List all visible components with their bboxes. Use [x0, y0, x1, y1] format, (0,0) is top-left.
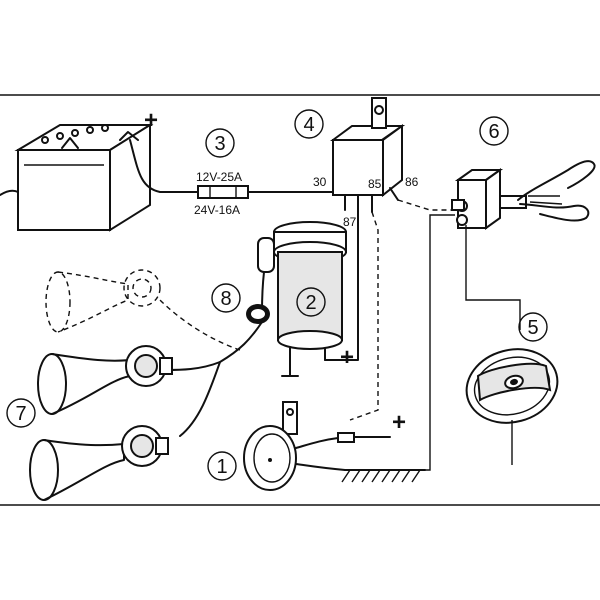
svg-text:4: 4	[303, 114, 314, 136]
switch-to-button-wire	[465, 225, 521, 330]
fuse	[197, 185, 249, 199]
callout-6: 6	[479, 116, 509, 146]
air-compressor	[257, 221, 347, 377]
air-horn-upper	[37, 345, 173, 415]
svg-text:6: 6	[488, 121, 499, 143]
svg-text:2: 2	[305, 292, 316, 314]
toggle-switch	[451, 168, 527, 230]
svg-text:5: 5	[527, 317, 538, 339]
relay-86-dashed-wire	[397, 199, 455, 211]
battery	[14, 123, 154, 232]
ground-symbol	[341, 469, 426, 483]
air-hose-dashed-alt	[159, 299, 241, 351]
fuse-label-12v: 12V-25A	[196, 170, 242, 184]
air-horn-lower	[29, 425, 169, 501]
relay-pin-30: 30	[313, 175, 327, 189]
horn-plus-sign: +	[392, 409, 406, 436]
steering-wheel-horn-button	[465, 348, 559, 424]
relay-pin-85: 85	[368, 177, 382, 191]
in-line-valve	[246, 304, 270, 324]
relay-87-wire	[324, 211, 359, 361]
relay-85-dashed-wire	[349, 211, 379, 421]
horn-ground-wire	[295, 463, 346, 471]
callout-4: 4	[294, 109, 324, 139]
relay-pin-86: 86	[405, 175, 419, 189]
callout-7: 7	[6, 398, 36, 428]
hand-operating-switch	[517, 160, 596, 222]
svg-text:3: 3	[214, 133, 225, 155]
svg-text:1: 1	[216, 456, 227, 478]
battery-ground-wire	[0, 189, 19, 196]
air-hose-main	[164, 321, 263, 371]
standard-electric-horn	[243, 401, 298, 491]
svg-text:8: 8	[220, 288, 231, 310]
callout-1: 1	[207, 451, 237, 481]
compressor-plus-sign: +	[340, 344, 354, 371]
horn-wire	[295, 437, 339, 449]
callout-5: 5	[518, 312, 548, 342]
battery-positive-wire	[129, 139, 199, 193]
horn-inline-fuse	[337, 432, 355, 443]
fuse-label-24v: 24V-16A	[194, 203, 240, 217]
relay	[329, 97, 406, 213]
relay-pin-87: 87	[343, 215, 357, 229]
callout-3: 3	[205, 128, 235, 158]
callout-8: 8	[211, 283, 241, 313]
callout-2: 2	[296, 287, 326, 317]
svg-text:7: 7	[15, 403, 26, 425]
battery-plus-sign: +	[144, 107, 158, 134]
air-hose-lower	[179, 361, 221, 437]
air-horn-dashed-alternative	[45, 269, 161, 333]
